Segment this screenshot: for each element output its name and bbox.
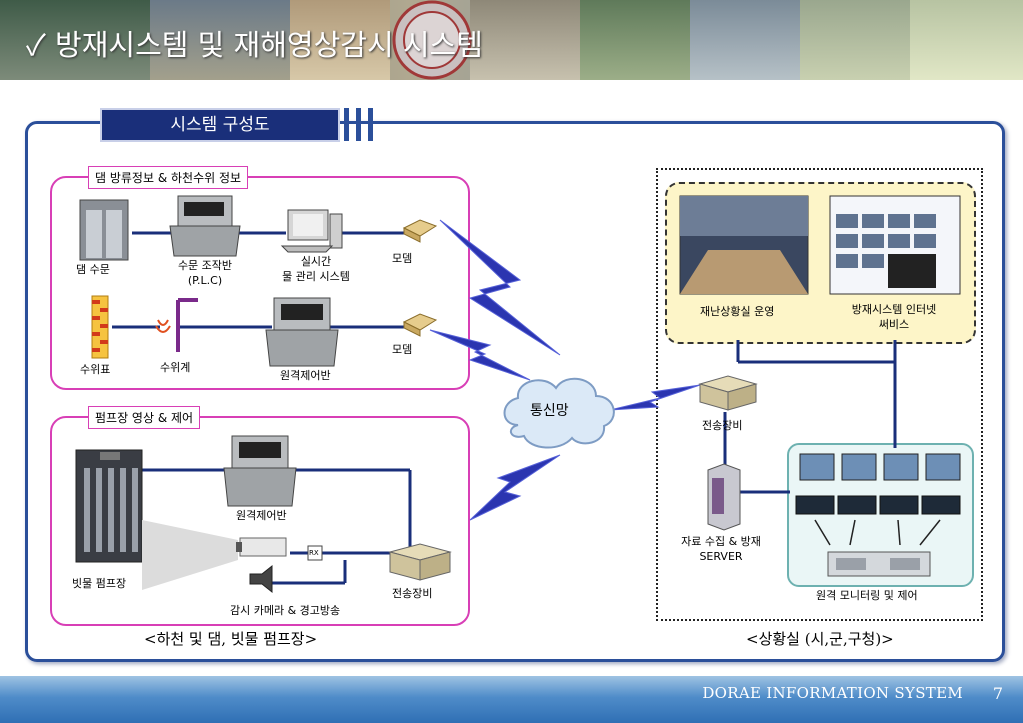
- water-level-meter-icon: [155, 298, 198, 352]
- monitoring-label: 원격 모니터링 및 제어: [816, 589, 918, 602]
- warning-speaker-icon: [249, 564, 273, 594]
- server-label-1: 자료 수집 & 방재: [681, 535, 761, 548]
- photo-operator: [690, 0, 800, 80]
- water-gauge-icon: [91, 295, 109, 359]
- dam-gate-label: 댐 수문: [76, 263, 110, 276]
- pump-section-label: 펌프장 영상 & 제어: [88, 406, 201, 429]
- server-icon: [707, 463, 741, 531]
- transmitter-label-left: 전송장비: [392, 587, 433, 600]
- gate-panel-label-2: (P.L.C): [187, 274, 223, 287]
- water-system-computer-icon: [280, 209, 343, 253]
- dam-section-box: [50, 176, 470, 390]
- photo-room: [290, 0, 390, 80]
- photo-monitors: [150, 0, 290, 80]
- diagram-frame: [25, 121, 1005, 662]
- transmitter-icon-right: [698, 375, 758, 411]
- surveillance-camera-icon: [142, 520, 287, 590]
- modem-label-2: 모뎀: [392, 343, 413, 356]
- water-meter-label: 수위계: [160, 361, 191, 374]
- water-gauge-label: 수위표: [80, 363, 111, 376]
- remote-control-panel-icon-1: [265, 297, 339, 367]
- pump-station-building-icon: [75, 449, 143, 563]
- title-bar-mark: [356, 108, 361, 141]
- modem-label-1: 모뎀: [392, 252, 413, 265]
- remote-panel-label-2: 원격제어반: [236, 509, 287, 522]
- realtime-label-1: 실시간: [300, 255, 332, 268]
- diagram-title: 시스템 구성도: [100, 108, 340, 142]
- title-bar-mark: [368, 108, 373, 141]
- connection-lines: [112, 231, 897, 585]
- page-title: ✓ 방재시스템 및 재해영상감시 시스템: [26, 28, 483, 62]
- photo-street-camera: [580, 0, 690, 80]
- caption-right: <상황실 (시,군,구청)>: [746, 630, 894, 648]
- monitor-arrows: [814, 519, 941, 546]
- photo-desk: [800, 0, 910, 80]
- wireless-links: [429, 219, 701, 521]
- network-label: 통신망: [530, 403, 569, 419]
- transmitter-label-right: 전송장비: [702, 419, 743, 432]
- situation-room-photo: [679, 195, 809, 295]
- page-number: 7: [992, 684, 1003, 703]
- rx-box: [307, 545, 323, 561]
- header-banner: [0, 0, 1023, 80]
- server-label-2: SERVER: [699, 550, 743, 563]
- seal-emblem: [392, 0, 472, 80]
- remote-control-panel-icon-2: [223, 435, 297, 507]
- dam-section-label: 댐 방류정보 & 하천수위 정보: [88, 166, 249, 189]
- title-bar-mark: [344, 108, 349, 141]
- transmitter-icon-left: [388, 543, 452, 581]
- pump-station-label: 빗물 펌프장: [72, 577, 127, 590]
- company-name: DORAE INFORMATION SYSTEM: [702, 684, 963, 702]
- remote-panel-label-1: 원격제어반: [280, 369, 331, 382]
- pump-section-box: [50, 416, 470, 626]
- modem-icon-2: [402, 313, 438, 337]
- gate-panel-label-1: 수문 조작반: [177, 259, 233, 272]
- gate-control-panel-icon: [169, 195, 241, 257]
- monitor-wall: [799, 453, 961, 481]
- modem-icon-1: [402, 219, 438, 243]
- photo-vehicle: [910, 0, 1023, 80]
- photo-hall: [470, 0, 580, 80]
- control-console: [827, 551, 931, 577]
- network-cloud: [503, 377, 615, 449]
- photo-control-room: [0, 0, 150, 80]
- rx-label: RX: [309, 549, 319, 557]
- situation-room-label: 재난상황실 운영: [700, 305, 775, 318]
- internet-service-label-1: 방재시스템 인터넷: [851, 303, 937, 316]
- camera-label: 감시 카메라 & 경고방송: [230, 604, 341, 617]
- internet-service-screenshot: [829, 195, 961, 295]
- caption-left: <하천 및 댐, 빗물 펌프장>: [144, 630, 318, 648]
- footer-bar: [0, 676, 1023, 723]
- monitor-wall-dark: [795, 495, 961, 515]
- realtime-label-2: 물 관리 시스템: [282, 270, 350, 283]
- dam-gate-icon: [79, 199, 129, 261]
- internet-service-label-2: 써비스: [878, 318, 910, 331]
